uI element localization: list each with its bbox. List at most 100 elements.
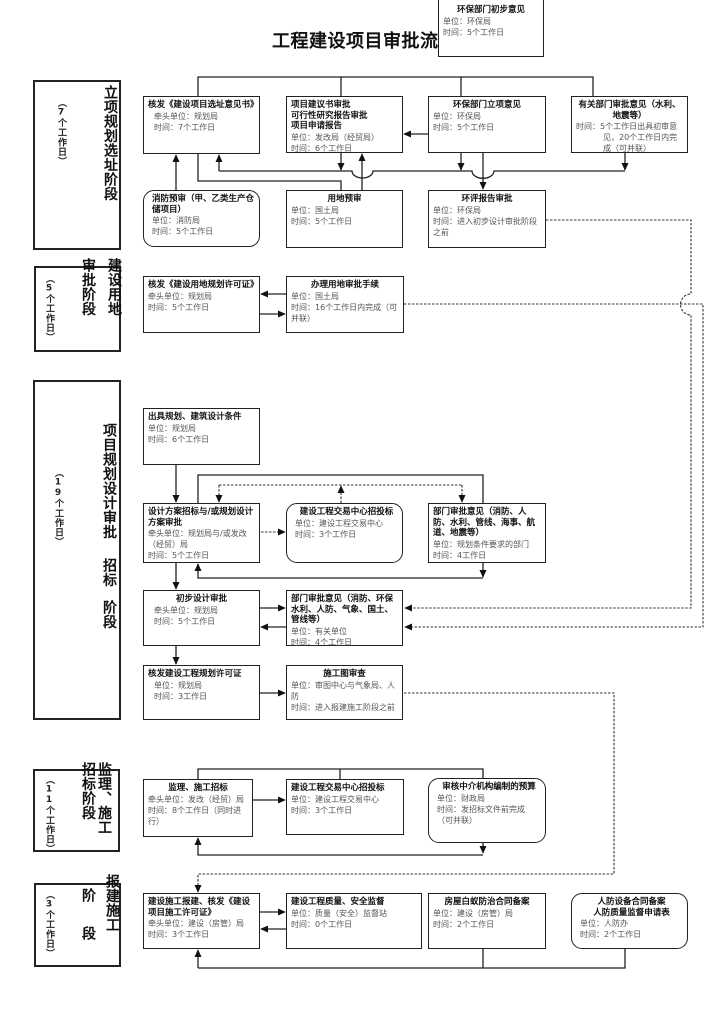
stage-2-label-right: 建设用地 — [106, 258, 122, 316]
box-detail-line: 时间：5个工作日 — [152, 227, 214, 236]
box-design-scheme-approval: 设计方案招标与/或规划设计方案审批牵头单位：规划局与/或发改（经贸）局时间：5个… — [143, 503, 260, 563]
box-detail-line: 时间：0个工作日 — [291, 919, 353, 929]
box-detail-line: 牵头单位：规划局 — [154, 605, 218, 615]
box-detail-line: 单位：审图中心与气象局、人防 — [291, 680, 395, 701]
box-detail-line: 时间：4个工作日 — [291, 637, 353, 647]
box-env-preliminary-opinion: 环保部门初步意见单位：环保局时间：5个工作日 — [438, 0, 544, 57]
box-env-project-opinion: 环保部门立项意见单位：环保局时间：5个工作日 — [428, 96, 546, 153]
line-xuanzhi-to-yongdi — [197, 154, 342, 190]
box-site-selection-opinion: 核发《建设项目选址意见书》牵头单位：规划局时间：7个工作日 — [143, 96, 260, 154]
box-preliminary-design-approval: 初步设计审批牵头单位：规划局时间：5个工作日 — [143, 590, 260, 646]
box-title: 建设施工报建、核发《建设项目施工许可证》 — [148, 897, 251, 918]
bottom-bus-stage5 — [198, 949, 626, 969]
box-termite-contract-filing: 房屋白蚁防治合同备案单位：建设（房管）局时间：2个工作日 — [428, 893, 546, 949]
box-detail-line: 单位：建设工程交易中心 — [291, 794, 379, 804]
box-title: 有关部门审批意见（水利、地震等） — [578, 100, 681, 121]
stage-5-label-right: 报建施工 — [104, 874, 120, 932]
box-supervision-construction-bidding: 监理、施工招标牵头单位：发改（经贸）局时间：8个工作日（同时进行） — [143, 779, 253, 837]
box-detail-line: 时间：3个工作日 — [295, 529, 357, 539]
box-title: 核发建设工程规划许可证 — [148, 669, 242, 679]
box-detail-line: 时间：8个工作日（同时进行） — [148, 805, 242, 826]
box-project-proposal-approval: 项目建议书审批可行性研究报告审批项目申请报告单位：发改局（经贸局）时间：6个工作… — [286, 96, 403, 153]
stage-3-label: 项目规划设计审批 — [101, 423, 117, 539]
stage-3-frame — [33, 380, 121, 720]
box-detail-line: 单位：建设工程交易中心 — [295, 518, 383, 528]
box-quality-safety-supervision: 建设工程质量、安全监督单位：质量（安全）监督站时间：0个工作日 — [286, 893, 422, 949]
stage-4-label-right: 监理、施工 — [96, 762, 112, 835]
box-detail-line: 单位：国土局 — [291, 205, 339, 215]
box-dept-opinion-design: 部门审批意见（消防、环保水利、人防、气象、国土、管线等）单位：有关单位时间：4个… — [286, 590, 403, 647]
box-construction-permit: 建设施工报建、核发《建设项目施工许可证》牵头单位：建设（房管）局时间：3个工作日 — [143, 893, 260, 949]
box-detail-line: 时间：5个工作日 — [433, 122, 495, 132]
dashed-shigongtu-to-baojian — [194, 692, 615, 893]
box-title: 部门审批意见（消防、人防、水利、管线、海事、航道、地震等） — [433, 507, 536, 538]
stage-3-label-2: 招标 — [101, 558, 117, 587]
box-detail-line: 时间：5个工作日 — [148, 302, 210, 312]
box-detail-line: 时间：5个工作日 — [148, 551, 210, 560]
stage-4-label-left: 招标阶段 — [80, 762, 96, 820]
stage-1-frame — [33, 80, 121, 250]
top-bus-line — [197, 76, 594, 96]
box-title: 项目申请报告 — [291, 121, 343, 131]
box-title: 项目建议书审批 — [291, 100, 351, 110]
box-detail-line: 牵头单位：规划局 — [154, 111, 218, 121]
box-detail-line: 时间：5个工作日 — [291, 216, 353, 226]
stage-1-duration: （7个工作日） — [56, 98, 66, 167]
box-title: 初步设计审批 — [175, 594, 227, 604]
box-construction-drawing-review: 施工图审查单位：审图中心与气象局、人防时间：进入报建施工阶段之前 — [286, 665, 403, 720]
box-fire-pre-review: 消防预审（甲、乙类生产仓储项目）单位：消防局时间：5个工作日 — [143, 190, 260, 247]
box-title: 审核中介机构编制的预算 — [442, 782, 536, 792]
box-civil-defense-filing: 人防设备合同备案人防质量监督申请表单位：人防办时间：2个工作日 — [571, 893, 688, 949]
box-title: 部门审批意见（消防、环保水利、人防、气象、国土、管线等） — [291, 594, 394, 625]
arrow-bumen1-to-fangan — [194, 563, 483, 579]
top-bus-stage4 — [197, 768, 484, 779]
box-detail-line: 时间：2个工作日 — [580, 930, 642, 939]
box-title: 建设工程交易中心招投标 — [291, 783, 385, 793]
stage-2-label-left: 审批阶段 — [80, 258, 96, 316]
stage-1-label: 立项规划选址阶段 — [102, 85, 118, 201]
box-detail-line: 牵头单位：规划局与/或发改（经贸）局 — [148, 529, 247, 549]
box-detail-line: 单位：建设（房管）局 — [433, 908, 513, 918]
box-dept-opinion-planning: 部门审批意见（消防、人防、水利、管线、海事、航道、地震等）单位：规划条件要求的部… — [428, 503, 546, 563]
box-title: 施工图审查 — [323, 669, 366, 679]
box-engineering-planning-permit: 核发建设工程规划许可证单位：规划局时间：3工作日 — [143, 665, 260, 720]
box-detail-line: 单位：规划条件要求的部门 — [433, 539, 529, 549]
box-detail-line: 单位：规划局 — [148, 423, 196, 433]
box-title: 可行性研究报告审批 — [291, 110, 368, 121]
stage-4-frame — [33, 769, 120, 852]
box-land-approval-procedure: 办理用地审批手续单位：国土局时间：16个工作日内完成（可并联） — [286, 276, 404, 333]
box-detail-line: 牵头单位：规划局 — [148, 291, 212, 301]
box-trading-center-bidding: 建设工程交易中心招投标单位：建设工程交易中心时间：3个工作日 — [286, 503, 403, 563]
middle-bus-line — [219, 170, 625, 179]
box-detail-line: 牵头单位：发改（经贸）局 — [148, 794, 244, 804]
box-title: 房屋白蚁防治合同备案 — [444, 897, 530, 907]
line-fangan-to-bumen1 — [197, 474, 484, 503]
box-detail-line: 时间：7个工作日 — [154, 122, 216, 132]
box-detail-line: 时间：发招标文件前完成 — [437, 804, 525, 814]
box-land-pre-review: 用地预审单位：国土局时间：5个工作日 — [286, 190, 403, 248]
box-title: 监理、施工招标 — [168, 783, 228, 793]
box-detail-line: 时间：4工作日 — [433, 550, 487, 560]
box-title: 建设工程质量、安全监督 — [291, 897, 385, 907]
box-detail-line: 单位：环保局 — [433, 111, 481, 121]
dashed-shouxu-to-bumen2 — [404, 303, 704, 631]
box-detail-line: 时间：进入报建施工阶段之前 — [291, 702, 395, 712]
box-title: 人防设备合同备案 — [597, 897, 666, 907]
box-detail-line: 时间：5个工作日出具初审意见，20个工作日内完成（可并联） — [576, 122, 678, 153]
stage-2-duration: （5个工作日） — [44, 274, 54, 343]
box-detail-line: 时间：5个工作日 — [443, 27, 505, 37]
box-title: 设计方案招标与/或规划设计方案审批 — [148, 507, 254, 528]
box-detail-line: 单位：环保局 — [443, 16, 491, 26]
stage-5-label-left-2: 段 — [80, 926, 96, 941]
box-detail-line: 单位：发改局（经贸局） — [291, 132, 379, 142]
box-detail-line: （可并联） — [437, 815, 477, 825]
box-detail-line: 单位：国土局 — [291, 291, 339, 301]
box-design-conditions: 出具规划、建筑设计条件单位：规划局时间：6个工作日 — [143, 408, 260, 465]
box-detail-line: 时间：3工作日 — [154, 691, 208, 701]
box-detail-line: 单位：质量（安全）监督站 — [291, 908, 387, 918]
box-related-dept-opinion: 有关部门审批意见（水利、地震等）时间：5个工作日出具初审意见，20个工作日内完成… — [571, 96, 688, 153]
box-detail-line: 牵头单位：建设（房管）局 — [148, 919, 244, 928]
box-detail-line: 时间：16个工作日内完成（可并联） — [291, 302, 398, 323]
page-title: 工程建设项目审批流程 — [272, 31, 457, 52]
